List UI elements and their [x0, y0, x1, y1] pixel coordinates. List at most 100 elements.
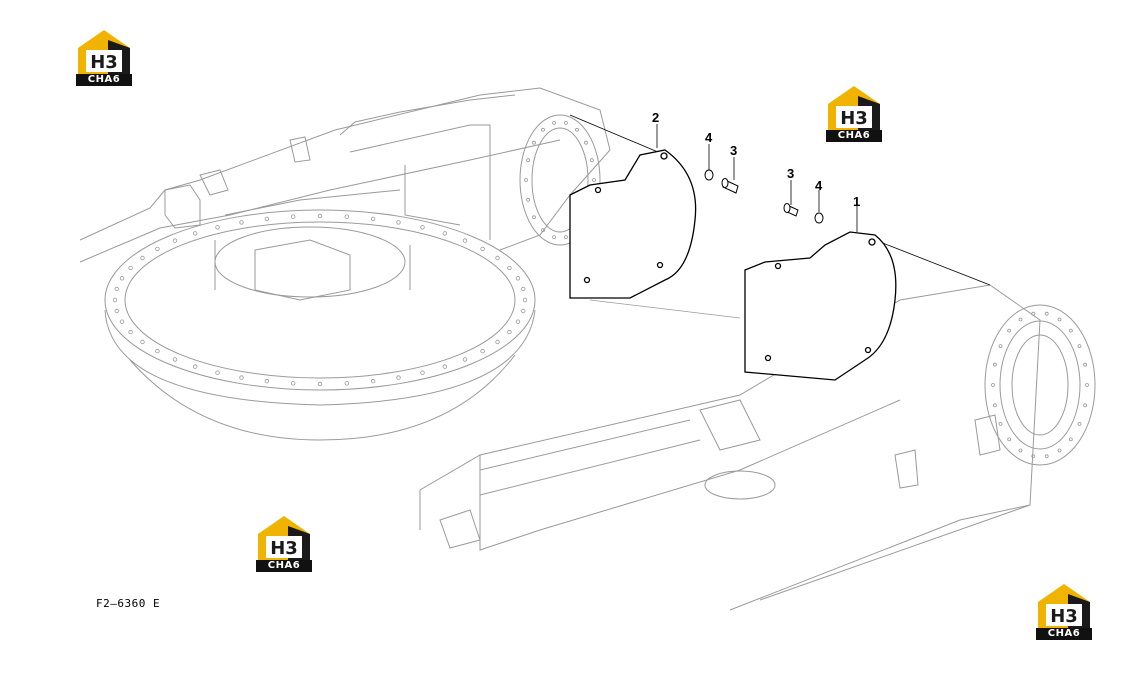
- bolt-hole: [1018, 317, 1023, 322]
- bolt-hole: [541, 127, 545, 132]
- bolt-hole: [1085, 383, 1089, 387]
- washer-part-4-upper: [704, 169, 714, 181]
- bolt-hole: [564, 121, 568, 125]
- bolt-hole: [291, 214, 296, 219]
- bolt-hole: [155, 348, 160, 354]
- svg-text:H3: H3: [90, 52, 118, 73]
- house-logo-icon: H3: [78, 30, 130, 74]
- bolt-hole: [1068, 328, 1073, 333]
- bolt-hole: [239, 375, 244, 380]
- bolt-hole: [524, 178, 528, 182]
- bolt-hole: [1068, 437, 1073, 442]
- bolt-hole: [590, 158, 594, 163]
- cover-plate-part-1: [744, 231, 897, 381]
- bolt-hole: [317, 213, 323, 219]
- bolt-hole: [264, 216, 270, 222]
- lower-bearing-ring: [984, 304, 1096, 466]
- bolt-hole: [344, 214, 349, 219]
- bolt-hole: [192, 364, 198, 369]
- svg-text:H3: H3: [840, 108, 868, 129]
- frame-lower-outline: [419, 284, 1041, 611]
- bolt-hole: [1083, 403, 1087, 408]
- bolt-hole: [112, 297, 118, 303]
- bolt-hole: [420, 370, 425, 375]
- bolt-hole: [264, 378, 270, 384]
- bolt-hole: [480, 246, 485, 252]
- frame-upper-inner: [79, 139, 561, 263]
- bolt-hole: [172, 357, 178, 362]
- bolt-hole: [998, 421, 1003, 426]
- callout-3-upper: 3: [730, 143, 737, 158]
- callout-labels: 2 4 3 3 4 1: [652, 110, 860, 209]
- cover-plate-part-2: [569, 149, 697, 299]
- bolt-hole: [1057, 448, 1062, 453]
- bolt-hole: [215, 225, 220, 230]
- bolt-hole: [521, 308, 526, 314]
- bolt-hole: [507, 265, 512, 271]
- frame-drawing: [79, 87, 1096, 611]
- bolt-hole: [370, 378, 376, 384]
- lower-bearing-holes: [991, 311, 1089, 459]
- bolt-hole: [119, 276, 125, 281]
- bolt-hole: [396, 375, 401, 380]
- fasteners: [704, 169, 824, 224]
- house-logo-icon: H3: [258, 516, 310, 560]
- watermark-logo: H3 CHA6: [72, 26, 136, 86]
- slewing-ring-inner: [124, 221, 516, 379]
- bolt-hole: [344, 381, 349, 386]
- bolt-hole: [1044, 311, 1049, 316]
- watermark-logo: H3 CHA6: [1032, 580, 1096, 640]
- slewing-ring-holes: [112, 213, 528, 387]
- bolt-hole: [564, 235, 568, 240]
- watermark-logo: H3 CHA6: [252, 512, 316, 572]
- bolt-hole: [515, 276, 521, 281]
- bolt-hole: [1077, 421, 1082, 426]
- bolt-hole: [532, 140, 536, 145]
- slewing-ring-center: [214, 226, 406, 298]
- bolt-hole: [114, 308, 119, 314]
- slewing-ring-outer: [104, 209, 536, 391]
- bolt-hole: [522, 297, 528, 303]
- bolt-hole: [575, 127, 579, 132]
- bolt-hole: [462, 357, 468, 362]
- bracket-center: [699, 399, 761, 451]
- bolt-hole: [1007, 437, 1012, 442]
- bolt-hole: [396, 220, 401, 225]
- bolt-hole: [584, 140, 588, 145]
- bolt-hole: [991, 383, 995, 387]
- bolt-hole: [239, 220, 244, 225]
- svg-text:H3: H3: [1050, 606, 1078, 627]
- bolt-hole: [998, 344, 1003, 349]
- bolt-hole: [155, 246, 160, 252]
- bolt-hole: [1031, 454, 1036, 459]
- bolt-hole: [521, 286, 526, 292]
- bolt-hole: [1031, 311, 1036, 316]
- leader-lines: [569, 114, 991, 319]
- bolt-hole: [532, 215, 536, 220]
- bolt-hole: [442, 231, 447, 236]
- washer-part-4-lower: [814, 212, 824, 224]
- bolt-hole: [370, 216, 376, 222]
- bolt-hole: [462, 238, 468, 243]
- bolt-hole: [515, 319, 521, 324]
- callout-2: 2: [652, 110, 659, 125]
- bolt-hole: [541, 228, 545, 233]
- bolt-hole: [592, 178, 596, 182]
- house-logo-icon: H3: [1038, 584, 1090, 628]
- bolt-hole: [1057, 317, 1062, 322]
- bolt-hole: [993, 403, 997, 408]
- bolt-hole: [1018, 448, 1023, 453]
- svg-text:H3: H3: [270, 538, 298, 559]
- bolt-hole: [119, 319, 125, 324]
- bolt-hole: [552, 235, 556, 240]
- bolt-hole: [1007, 328, 1012, 333]
- bolt-hole: [215, 370, 220, 375]
- bolt-hole: [480, 348, 485, 354]
- bolt-hole: [128, 265, 133, 271]
- bolt-hole: [552, 121, 556, 125]
- house-logo-icon: H3: [828, 86, 880, 130]
- bolt-hole: [507, 329, 512, 335]
- bolt-hole: [140, 339, 145, 345]
- frame-upper-outline: [79, 87, 611, 251]
